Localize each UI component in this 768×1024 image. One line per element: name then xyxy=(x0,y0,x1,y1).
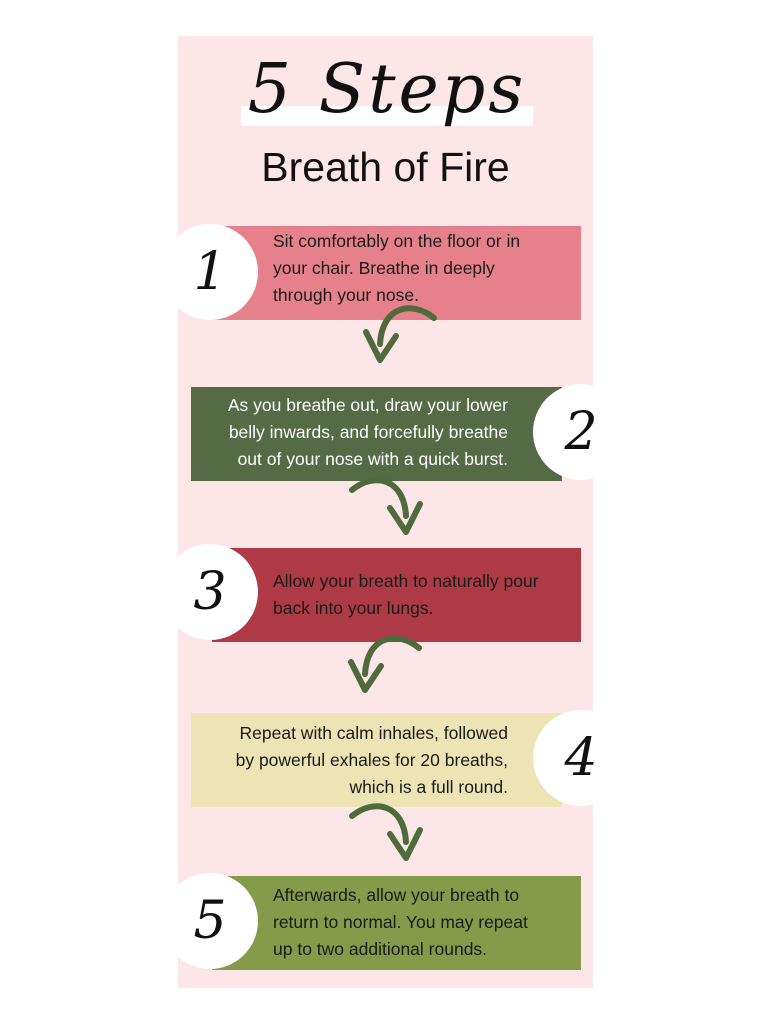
page-title: Breath of Fire xyxy=(261,144,510,190)
step-4-bar xyxy=(191,713,562,807)
infographic-card xyxy=(178,36,593,988)
step-4-text: Repeat with calm inhales, followed by po… xyxy=(192,720,508,801)
curved-arrow-down-icon xyxy=(337,632,427,702)
step-5-line: Afterwards, allow your breath to xyxy=(273,885,520,905)
step-2-bar xyxy=(191,387,562,481)
title-script: 5 Steps xyxy=(237,44,537,136)
curved-arrow-down-icon xyxy=(344,474,434,544)
step-5-line: up to two additional rounds. xyxy=(273,939,488,959)
step-3-bar xyxy=(212,548,581,642)
step-2-line: out of your nose with a quick burst. xyxy=(237,449,508,469)
step-3-line: back into your lungs. xyxy=(273,598,434,618)
step-4-line: Repeat with calm inhales, followed xyxy=(239,723,508,743)
step-1-line: Sit comfortably on the floor or in xyxy=(273,231,521,251)
curved-arrow-down-icon xyxy=(344,800,434,870)
step-4-line: by powerful exhales for 20 breaths, xyxy=(235,750,508,770)
step-4-number-circle: 4 xyxy=(533,710,629,806)
step-2-line: belly inwards, and forcefully breathe xyxy=(228,422,508,442)
step-5-line: return to normal. You may repeat xyxy=(273,912,528,932)
step-3-line: Allow your breath to naturally pour xyxy=(273,571,539,591)
step-3-number-circle: 3 xyxy=(162,544,258,640)
curved-arrow-down-icon xyxy=(352,302,442,372)
step-5-number-circle: 5 xyxy=(162,873,258,969)
step-5-text: Afterwards, allow your breath to return … xyxy=(273,882,573,963)
step-1-number: 1 xyxy=(193,242,227,302)
step-5-number: 5 xyxy=(193,891,227,951)
step-2-number: 2 xyxy=(564,402,598,462)
step-1-bar xyxy=(212,226,581,320)
step-4-number: 4 xyxy=(564,728,598,788)
step-1-line: your chair. Breathe in deeply xyxy=(273,258,495,278)
step-2-line: As you breathe out, draw your lower xyxy=(227,395,508,415)
step-1-line: through your nose. xyxy=(273,285,419,305)
step-1-number-circle: 1 xyxy=(162,224,258,320)
step-5-bar xyxy=(212,876,581,970)
title-script-text: 5 Steps xyxy=(247,50,527,129)
step-3-text: Allow your breath to naturally pour back… xyxy=(273,568,573,622)
title-underline-band xyxy=(241,106,533,126)
step-2-number-circle: 2 xyxy=(533,384,629,480)
step-3-number: 3 xyxy=(193,562,227,622)
step-1-text: Sit comfortably on the floor or in your … xyxy=(273,228,573,309)
step-2-text: As you breathe out, draw your lower bell… xyxy=(192,392,508,473)
step-4-line: which is a full round. xyxy=(349,777,508,797)
